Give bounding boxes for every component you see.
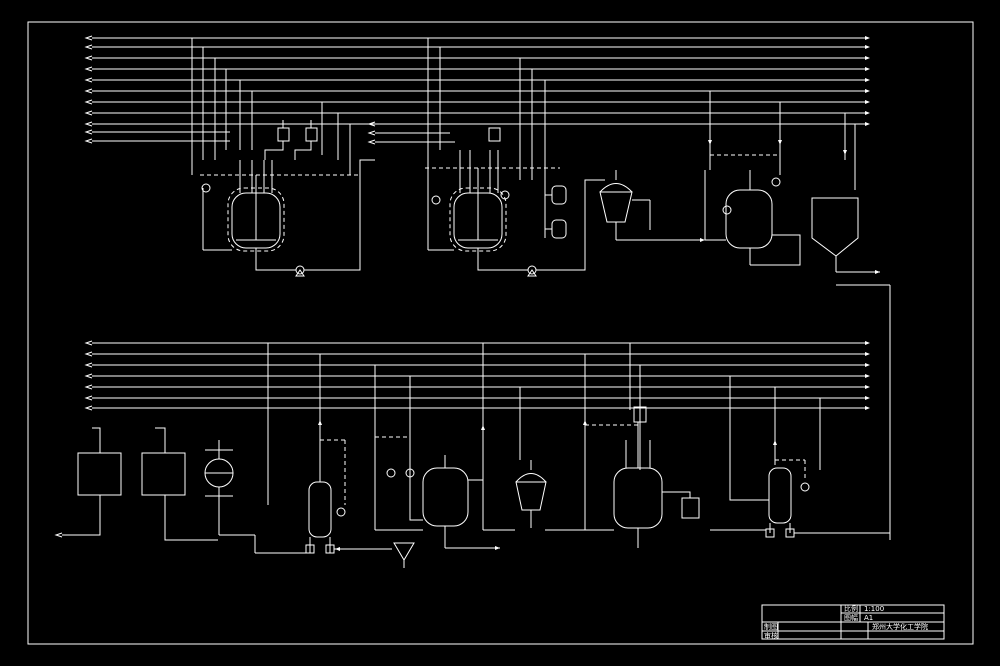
mid-inlet-lines — [367, 121, 455, 145]
reactor-r105 — [584, 406, 700, 548]
sheet-value: A1 — [864, 614, 873, 622]
filter-tank-1 — [54, 427, 122, 538]
crystallizer-r104 — [375, 436, 500, 550]
hopper-x101 — [393, 542, 415, 568]
top-utility-lines — [84, 35, 870, 144]
dryer-d102 — [710, 459, 890, 538]
bottom-utility-lines — [84, 340, 870, 411]
centrifuge — [204, 440, 256, 553]
scale-label: 比例 — [844, 604, 858, 613]
dryer-d101 — [255, 439, 392, 554]
reactor-r102 — [425, 127, 560, 262]
pump-p101 — [255, 159, 375, 277]
sheet-border — [27, 21, 974, 645]
receiver-tanks-r102 — [544, 180, 567, 239]
title-block: 比例 1:100 图幅 A1 制图 审核 郑州大学化工学院 — [761, 604, 945, 640]
drawn-label: 制图 — [764, 622, 778, 631]
measuring-tanks-r101 — [264, 120, 318, 160]
pump-p102 — [477, 179, 605, 277]
reactor-r101 — [200, 160, 360, 262]
checked-label: 审核 — [764, 631, 778, 640]
organization-name: 郑州大学化工学院 — [872, 622, 928, 631]
settler-tank — [811, 197, 891, 540]
bottom-drop-lines — [267, 343, 821, 530]
scale-value: 1:100 — [864, 605, 884, 613]
sheet-label: 图幅 — [844, 613, 858, 622]
filter-tank-2 — [141, 427, 218, 541]
filter-f102 — [515, 460, 547, 528]
separator-f101 — [599, 170, 705, 242]
reactor-r103 — [704, 150, 801, 266]
top-drop-lines — [191, 38, 856, 190]
